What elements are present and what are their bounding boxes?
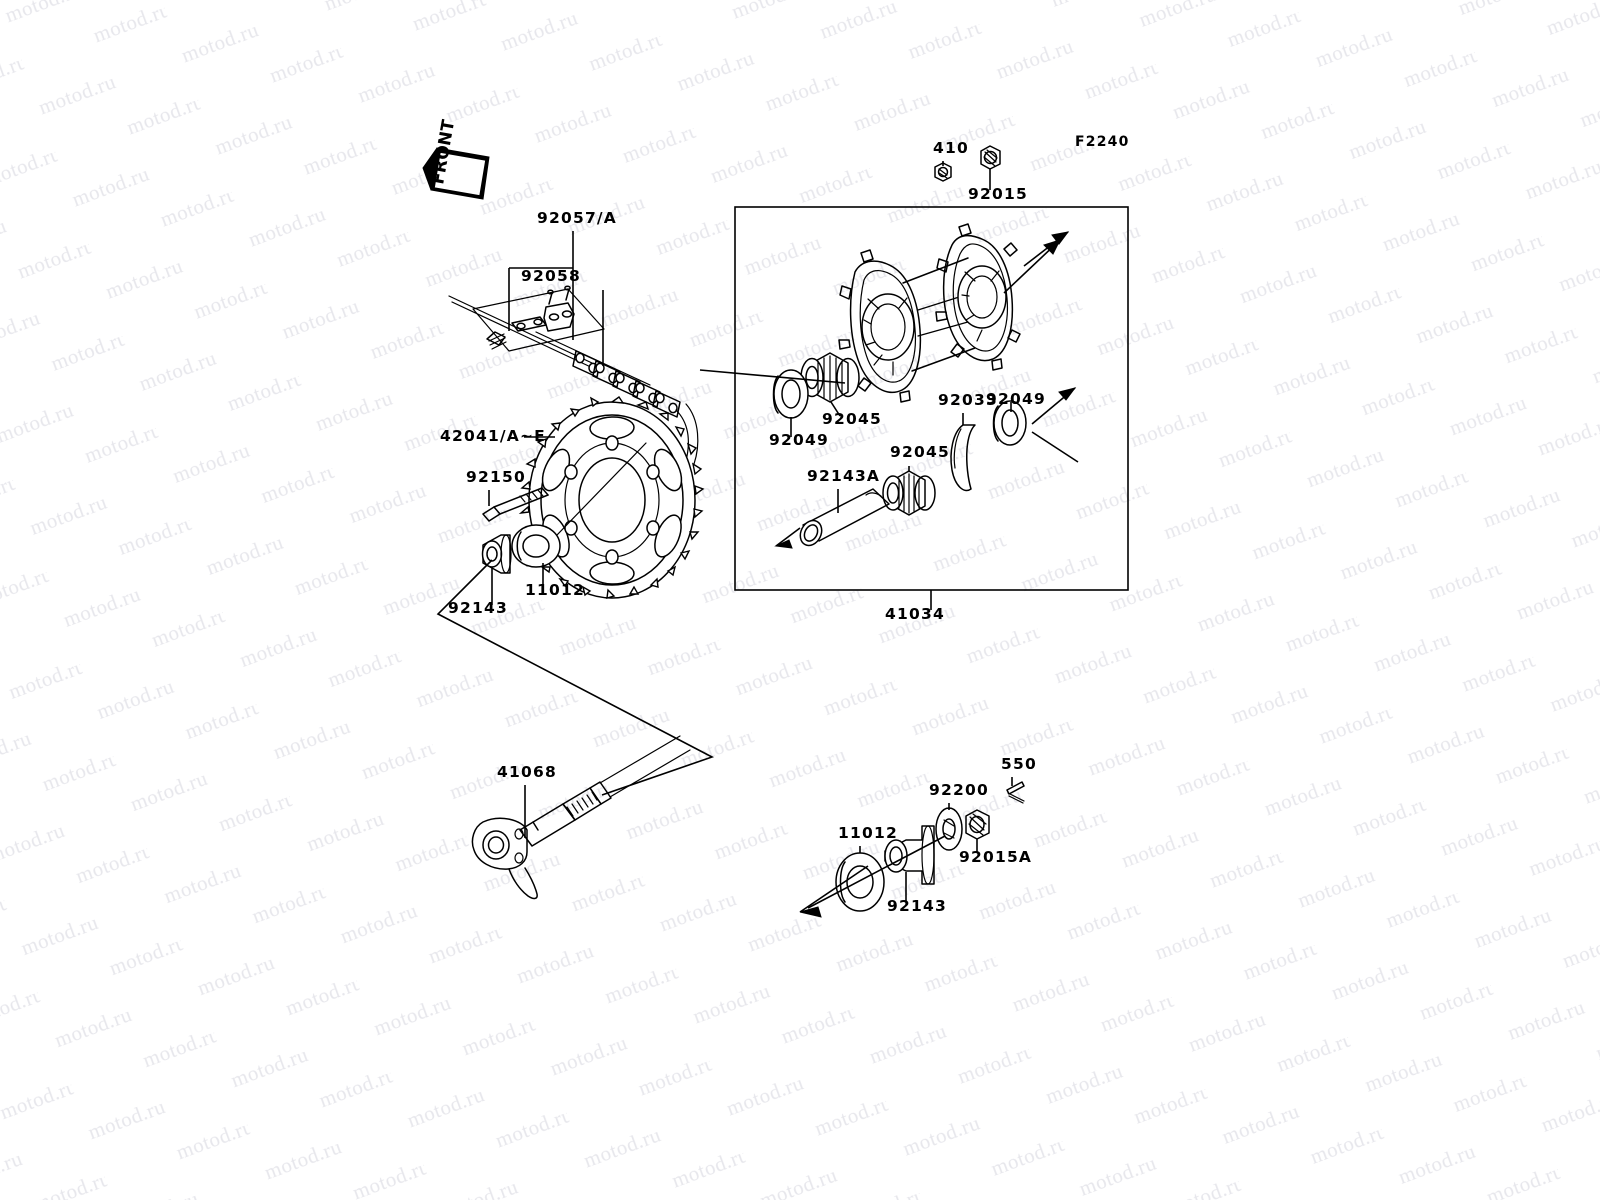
circlip-92033 (950, 424, 976, 492)
rear-axle-41068 (471, 735, 691, 900)
diagram-code: F2240 (1075, 134, 1130, 150)
callout-92049-left: 92049 (769, 431, 829, 449)
nut-92015a (965, 809, 990, 840)
rear-hub-41034 (838, 223, 1021, 403)
callout-92045-lower: 92045 (890, 443, 950, 461)
callout-11012-left: 11012 (525, 581, 585, 599)
bearing-92045-lower (882, 470, 936, 516)
front-direction-badge: FRONT (422, 118, 490, 200)
callout-41068: 41068 (497, 763, 557, 781)
callout-92200: 92200 (929, 781, 989, 799)
cotter-pin-550 (1006, 781, 1025, 804)
rear-sprocket (518, 396, 705, 599)
callout-92045-left: 92045 (822, 410, 882, 428)
callout-42041: 42041/A~E (440, 427, 546, 445)
collar-92143-left (481, 534, 512, 574)
callout-92058: 92058 (521, 267, 581, 285)
callout-550: 550 (1001, 755, 1037, 773)
bearing-92045-left (800, 352, 860, 403)
seal-11012-left (511, 524, 561, 568)
callout-92049-right: 92049 (986, 390, 1046, 408)
collar-92143a (799, 488, 890, 547)
callout-92143-bottom: 92143 (887, 897, 947, 915)
callout-92057a: 92057/A (537, 209, 617, 227)
callout-11012-bottom: 11012 (838, 824, 898, 842)
callout-41034: 41034 (885, 605, 945, 623)
callout-410: 410 (933, 139, 969, 157)
washer-92200 (935, 807, 963, 851)
nut-92015 (980, 145, 1001, 170)
callout-92143-left: 92143 (448, 599, 508, 617)
callout-92015: 92015 (968, 185, 1028, 203)
callout-92143a: 92143A (807, 467, 880, 485)
callout-92015a: 92015A (959, 848, 1032, 866)
master-link-inset (472, 285, 605, 352)
callout-92150: 92150 (466, 468, 526, 486)
